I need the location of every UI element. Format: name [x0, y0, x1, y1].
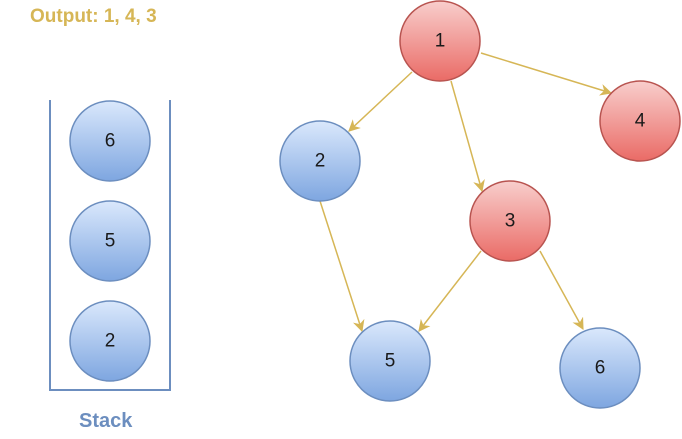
edge-3-5 — [418, 250, 482, 332]
stack-item: 2 — [69, 300, 151, 382]
graph-node-3: 3 — [469, 180, 551, 262]
stack-item: 6 — [69, 100, 151, 182]
graph-node-2: 2 — [279, 120, 361, 202]
node-label: 2 — [315, 151, 326, 172]
graph-node-1: 1 — [399, 0, 481, 82]
graph-node-6: 6 — [559, 327, 641, 409]
edge-1-4 — [480, 52, 613, 96]
output-label: Output: 1, 4, 3 — [30, 6, 157, 27]
node-label: 5 — [385, 351, 396, 372]
graph-node-4: 4 — [599, 80, 681, 162]
stack-item-label: 2 — [105, 331, 116, 352]
graph-node-5: 5 — [349, 320, 431, 402]
node-label: 1 — [435, 31, 446, 52]
edge-2-5 — [319, 200, 365, 333]
edge-1-2 — [348, 71, 413, 132]
stack-item-label: 6 — [105, 131, 116, 152]
edge-1-3 — [450, 80, 485, 193]
stack-label: Stack — [79, 410, 133, 432]
node-label: 6 — [595, 358, 606, 379]
stack-container — [49, 100, 171, 391]
edge-3-6 — [539, 250, 584, 331]
stack-item: 5 — [69, 200, 151, 282]
stack-item-label: 5 — [105, 231, 116, 252]
node-label: 4 — [635, 111, 646, 132]
node-label: 3 — [505, 211, 516, 232]
